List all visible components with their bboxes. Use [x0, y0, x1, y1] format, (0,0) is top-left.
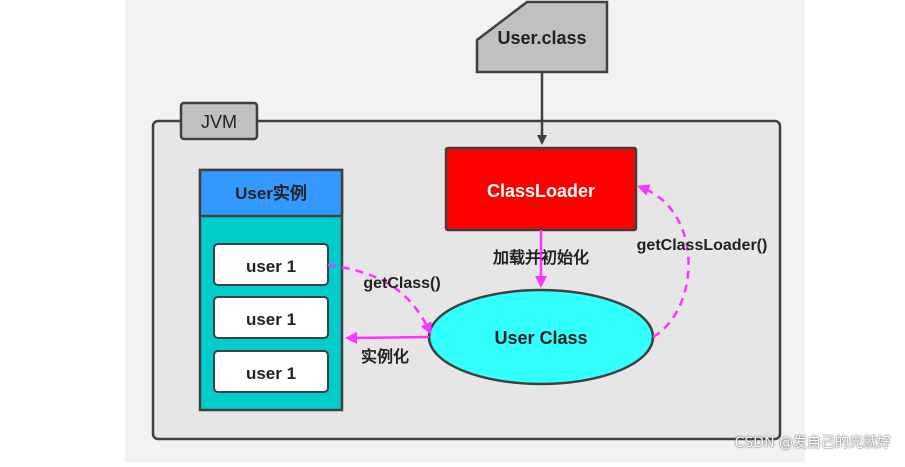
- user-class-label: User Class: [494, 328, 587, 348]
- get-class-label: getClass(): [363, 275, 440, 292]
- get-classloader-label: getClassLoader(): [637, 237, 768, 254]
- instance-item: [213, 243, 329, 286]
- watermark: CSDN @发自己的光就好: [734, 435, 891, 451]
- user-class-file: [475, 0, 609, 74]
- instances-header: [198, 168, 344, 218]
- get-classloader-arrow: [637, 184, 690, 339]
- instance-item-label: user 1: [246, 364, 296, 383]
- jvm-tab: [179, 101, 259, 141]
- classloader-label: ClassLoader: [487, 181, 595, 201]
- instance-item: [213, 350, 329, 393]
- jvm-label: JVM: [201, 112, 237, 132]
- instantiate-label: 实例化: [361, 347, 409, 366]
- instance-item: [213, 296, 329, 339]
- get-class-arrow: [327, 263, 432, 335]
- instances-header-label: User实例: [235, 183, 307, 203]
- instance-item-label: user 1: [246, 310, 296, 329]
- load-init-label: 加载并初始化: [492, 248, 589, 267]
- instantiate-arrow: [345, 331, 430, 344]
- user-class-file-label: User.class: [497, 28, 586, 48]
- instance-item-label: user 1: [246, 257, 296, 276]
